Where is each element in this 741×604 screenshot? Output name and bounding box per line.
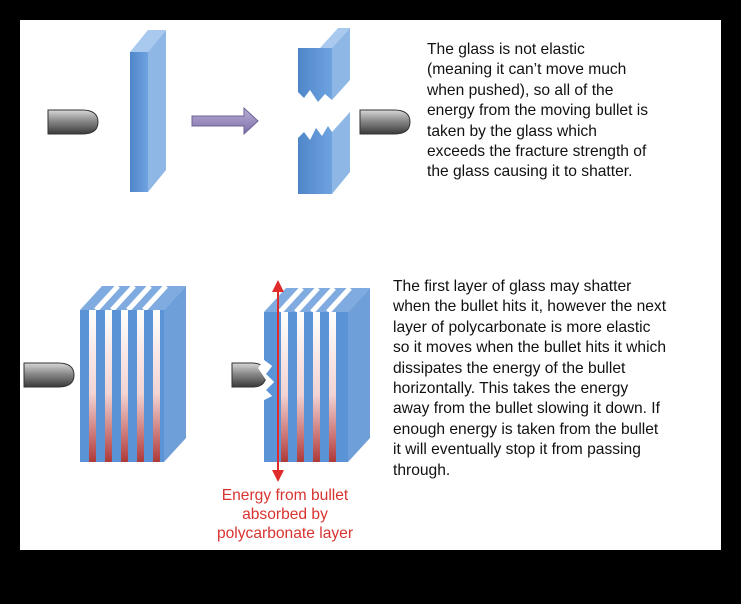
bullet-bottom-left <box>23 362 75 388</box>
diagram-graphics <box>23 28 411 482</box>
energy-arrow-caption: Energy from bullet absorbed by polycarbo… <box>216 487 354 542</box>
slide: The glass is not elastic (meaning it can… <box>20 20 721 550</box>
bullet-top-left <box>47 109 99 135</box>
top-description: The glass is not elastic (meaning it can… <box>427 41 649 181</box>
laminate-block-intact <box>80 284 186 462</box>
energy-arrow <box>272 280 284 482</box>
laminate-block-impacted <box>258 286 370 462</box>
glass-pane-shattered <box>298 28 350 194</box>
glass-pane-intact <box>130 30 166 192</box>
transition-arrow <box>191 106 259 136</box>
bullet-top-right <box>359 109 411 135</box>
bottom-description: The first layer of glass may shatter whe… <box>393 278 667 479</box>
